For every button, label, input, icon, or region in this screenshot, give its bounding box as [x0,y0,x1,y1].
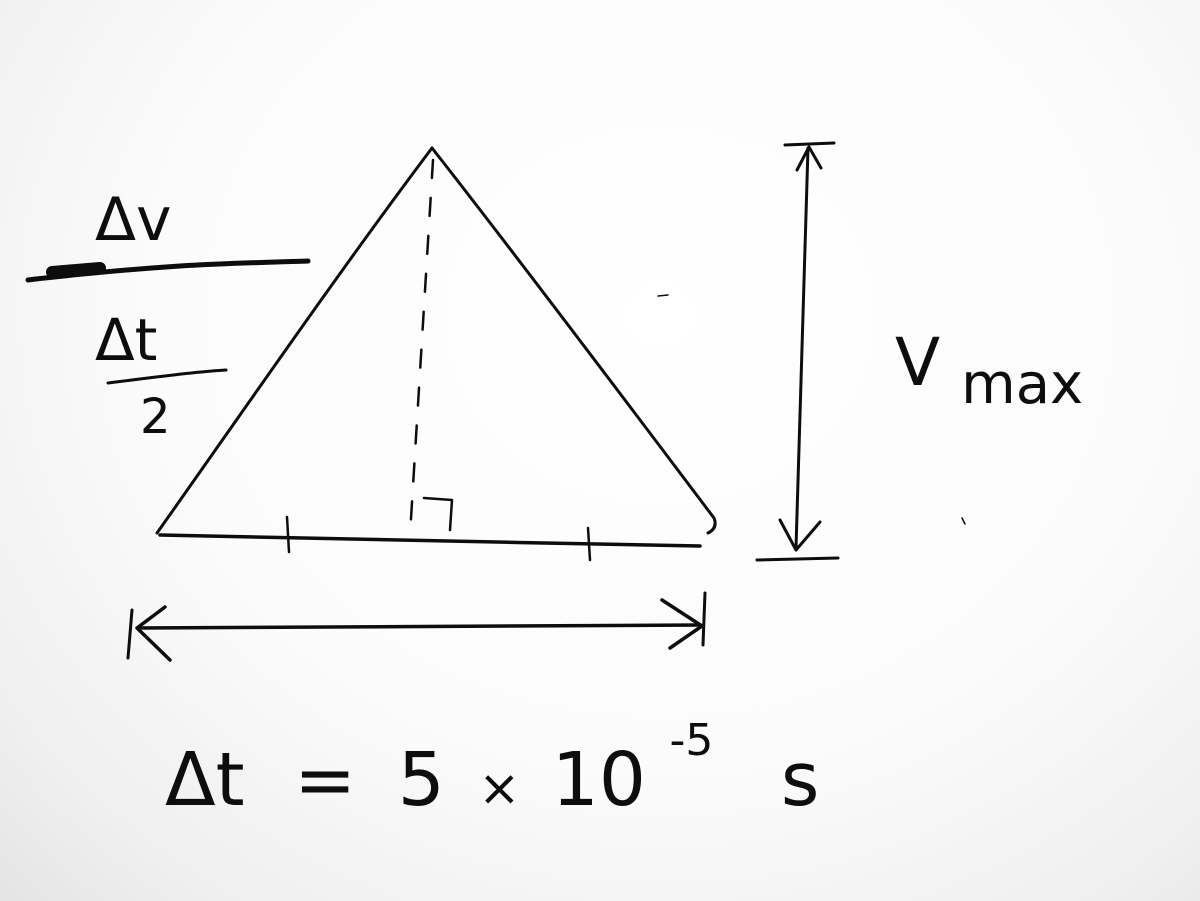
fraction-bar-smudge [46,262,106,278]
height-arrow-bottom-bar [755,556,840,562]
right-angle-marker [422,496,454,532]
width-arrow-right-head [660,598,704,650]
width-arrow-shaft [136,623,702,630]
height-dashed-line [408,158,435,537]
fraction-denominator-bottom: 2 [140,389,171,445]
fraction-numerator: Δv [95,185,172,255]
equation-times: × [478,759,520,817]
equation-equals: = [294,737,356,823]
equation-unit: s [781,737,820,823]
width-arrow-right-bar [701,591,707,647]
height-arrow-top-bar [783,141,836,147]
equation: Δt = 5 × 10 -5 s [165,687,819,823]
paper-speck-2 [961,517,966,525]
fraction-denominator-top: Δt [95,306,157,374]
vmax-symbol: V [895,324,940,401]
vmax-label: V max [895,324,1083,417]
triangle-right-side [430,146,717,535]
triangle-left-side [155,146,434,535]
paper-speck [657,294,669,297]
vmax-subscript: max [961,352,1083,417]
base-tick-right [586,526,592,562]
width-arrow-left-bar [126,608,134,660]
base-tick-left [285,515,291,554]
width-arrow-left-head [135,605,172,662]
triangle-base [158,533,702,548]
equation-exponent: -5 [669,715,713,766]
height-arrow-shaft [794,146,810,550]
height-arrow-bottom-head [778,518,822,552]
equation-coefficient: 5 [398,737,445,823]
equation-base: 10 [552,737,646,823]
equation-lhs: Δt [165,737,245,823]
sub-fraction-bar [106,368,228,385]
